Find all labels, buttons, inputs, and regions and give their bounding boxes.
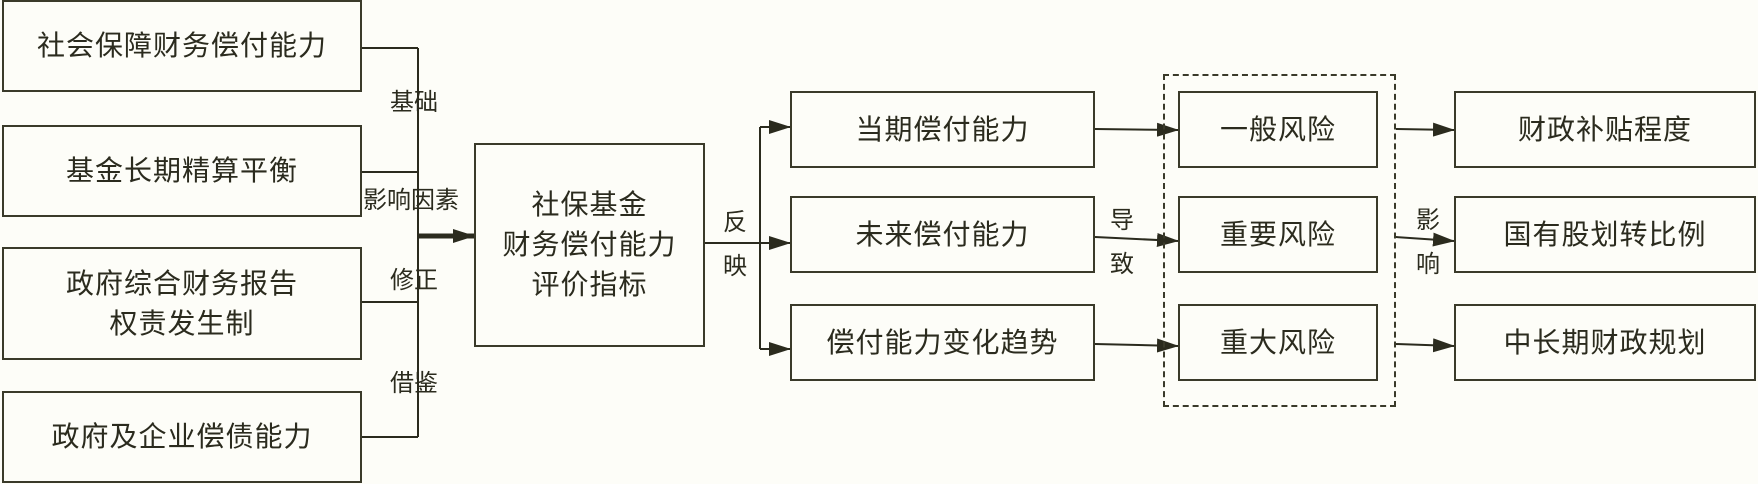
capability-future: 未来偿付能力 [790, 196, 1095, 273]
label-lead-to: 导 致 [1107, 198, 1137, 286]
label-correction: 修正 [390, 266, 438, 294]
capability-label: 偿付能力变化趋势 [826, 325, 1059, 359]
label-affect: 影 响 [1413, 198, 1443, 286]
label-reflect-char1: 反 [723, 208, 747, 236]
factor-fund-actuarial-balance: 基金长期精算平衡 [2, 125, 362, 217]
risk-group [1163, 74, 1396, 407]
label-affect-char1: 影 [1416, 206, 1440, 234]
outcome-label: 国有股划转比例 [1503, 217, 1707, 251]
label-influence-factors: 影响因素 [363, 186, 459, 214]
risk-general: 一般风险 [1178, 91, 1378, 168]
factor-government-financial-report: 政府综合财务报告 权责发生制 [2, 247, 362, 360]
center-line2: 财务偿付能力 [502, 228, 677, 261]
center-line3: 评价指标 [531, 268, 648, 301]
capability-trend: 偿付能力变化趋势 [790, 304, 1095, 381]
label-reference: 借鉴 [390, 369, 438, 397]
center-evaluation-index: 社保基金 财务偿付能力 评价指标 [474, 143, 705, 347]
outcome-label: 财政补贴程度 [1517, 112, 1692, 146]
center-line1: 社保基金 [531, 188, 648, 221]
factor-social-security-solvency: 社会保障财务偿付能力 [2, 0, 362, 92]
capability-label: 当期偿付能力 [855, 112, 1030, 146]
factor-label: 基金长期精算平衡 [65, 154, 298, 187]
label-reflect-char2: 映 [723, 252, 747, 280]
risk-label: 重大风险 [1219, 325, 1336, 359]
outcome-fiscal-planning: 中长期财政规划 [1454, 304, 1756, 381]
capability-label: 未来偿付能力 [855, 217, 1030, 251]
label-lead-char1: 导 [1110, 206, 1134, 234]
risk-major: 重大风险 [1178, 304, 1378, 381]
label-affect-char2: 响 [1416, 250, 1440, 278]
risk-label: 重要风险 [1219, 217, 1336, 251]
factor-label-line1: 政府综合财务报告 [65, 266, 298, 300]
factor-label: 政府及企业偿债能力 [51, 420, 313, 453]
label-basis: 基础 [390, 88, 438, 116]
label-lead-char2: 致 [1110, 250, 1134, 278]
label-reflect: 反 映 [720, 200, 750, 288]
capability-current: 当期偿付能力 [790, 91, 1095, 168]
risk-label: 一般风险 [1219, 112, 1336, 146]
risk-important: 重要风险 [1178, 196, 1378, 273]
outcome-state-share-transfer: 国有股划转比例 [1454, 196, 1756, 273]
outcome-fiscal-subsidy: 财政补贴程度 [1454, 91, 1756, 168]
factor-label: 社会保障财务偿付能力 [36, 29, 327, 62]
factor-label-line2: 权责发生制 [109, 306, 255, 340]
factor-debt-repayment-ability: 政府及企业偿债能力 [2, 391, 362, 483]
outcome-label: 中长期财政规划 [1503, 325, 1707, 359]
